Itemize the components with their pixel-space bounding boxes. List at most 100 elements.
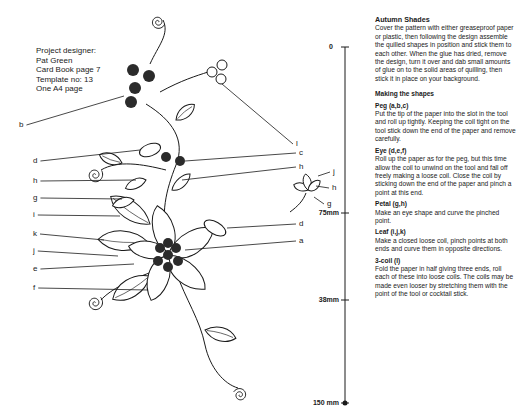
peg-coil [173, 256, 183, 266]
instruction-text: Put the tip of the paper into the slot i… [375, 110, 516, 144]
callout-letter: h [33, 176, 37, 186]
peg-coil [161, 152, 171, 162]
leaf-shape [106, 189, 156, 231]
leader-line [38, 288, 148, 290]
leader-line [314, 197, 324, 204]
eye-shape [202, 217, 229, 239]
petal-shape [112, 196, 135, 208]
designer-info: Card Book page 7 [36, 65, 101, 75]
instruction-text: Cover the pattern with either greaseproo… [375, 24, 516, 83]
label-slot: 75mm [319, 208, 339, 217]
label-slot: Pat Green [36, 56, 72, 66]
section-heading: Making the shapes [375, 90, 516, 98]
tendril-curl [89, 297, 102, 309]
stem-line [290, 193, 306, 212]
callout-letter: j [33, 246, 35, 256]
ruler-end-dot [343, 401, 348, 406]
peg-coil [127, 64, 139, 76]
three-coil [217, 60, 227, 70]
petal-shape [127, 235, 171, 265]
leader-line [318, 172, 330, 176]
dimension-label: 150 mm [313, 398, 339, 407]
instruction-column: Autumn ShadesCover the pattern with eith… [375, 16, 516, 299]
callout-letter: g [33, 193, 37, 203]
instruction-text: Make an eye shape and curve the pinched … [375, 209, 516, 226]
callout-letter: d [299, 219, 303, 229]
section-heading: Leaf (i,j,k) [375, 228, 516, 236]
label-slot: Template no: 13 [36, 75, 93, 85]
three-coil [207, 67, 217, 77]
ruler-tick [341, 213, 349, 214]
leader-line [227, 224, 296, 228]
ruler-line [345, 47, 346, 403]
leader-line [182, 167, 296, 180]
stem-line [176, 272, 238, 388]
leader-line [40, 198, 122, 199]
label-slot: h [299, 162, 303, 172]
label-slot: l [296, 139, 298, 149]
leaf-vein [115, 277, 149, 299]
leader-line [40, 264, 134, 269]
callout-letter: h [332, 183, 336, 193]
label-slot: h [33, 176, 37, 186]
label-slot: j [333, 167, 335, 177]
tendril-curl [152, 17, 164, 28]
label-slot: One A4 page [36, 84, 83, 94]
callout-letter: f [33, 283, 35, 293]
leader-line [26, 96, 124, 125]
label-slot: j [33, 246, 35, 256]
designer-info: Project designer: [36, 46, 96, 56]
eye-shape [138, 141, 163, 160]
section-heading: Peg (a,b,c) [375, 102, 516, 110]
peg-coil [175, 156, 185, 166]
label-slot: b [19, 120, 23, 130]
leader-line [38, 251, 118, 256]
section-heading: Petal (g,h) [375, 200, 516, 208]
petal-shape [124, 176, 148, 191]
callout-letter: e [33, 264, 37, 274]
label-slot: Card Book page 7 [36, 65, 101, 75]
dimension-label: 0 [329, 42, 333, 51]
leader-line [38, 215, 120, 216]
dimension-label: 38mm [319, 295, 339, 304]
callout-letter: c [299, 148, 303, 158]
petal-shape [306, 179, 323, 193]
leader-line [222, 84, 293, 144]
leader-line [185, 241, 296, 250]
callout-letter: l [296, 139, 298, 149]
callout-letter: j [333, 167, 335, 177]
label-slot: c [299, 148, 303, 158]
designer-info: One A4 page [36, 84, 83, 94]
ruler-tick [341, 300, 349, 301]
label-slot: h [332, 183, 336, 193]
peg-coil [163, 238, 173, 248]
leader-line [316, 186, 329, 188]
label-slot: d [299, 219, 303, 229]
label-slot: g [327, 199, 331, 209]
label-slot: Project designer: [36, 46, 96, 56]
label-slot: 150 mm [313, 398, 339, 407]
section-heading: Eye (d,e,f) [375, 147, 516, 155]
petal-shape [169, 172, 194, 194]
stem-line [160, 72, 208, 92]
leader-line [40, 180, 136, 181]
peg-coil [129, 82, 141, 94]
label-slot: g [33, 193, 37, 203]
label-slot: i [33, 210, 35, 220]
leaf-vein [207, 329, 233, 337]
label-slot: e [33, 264, 37, 274]
ruler-tick [341, 47, 349, 48]
leaf-shape [203, 323, 237, 344]
leader-line [40, 150, 140, 161]
instruction-text: Make a closed loose coil, pinch points a… [375, 237, 516, 254]
peg-coil [125, 96, 137, 108]
callout-letter: g [327, 199, 331, 209]
leaf-vein [102, 156, 120, 163]
label-slot: a [299, 236, 303, 246]
peg-coil [153, 256, 163, 266]
callout-letter: d [33, 156, 37, 166]
designer-info: Pat Green [36, 56, 72, 66]
label-slot: 38mm [319, 295, 339, 304]
label-slot: d [33, 156, 37, 166]
peg-coil [163, 250, 173, 260]
